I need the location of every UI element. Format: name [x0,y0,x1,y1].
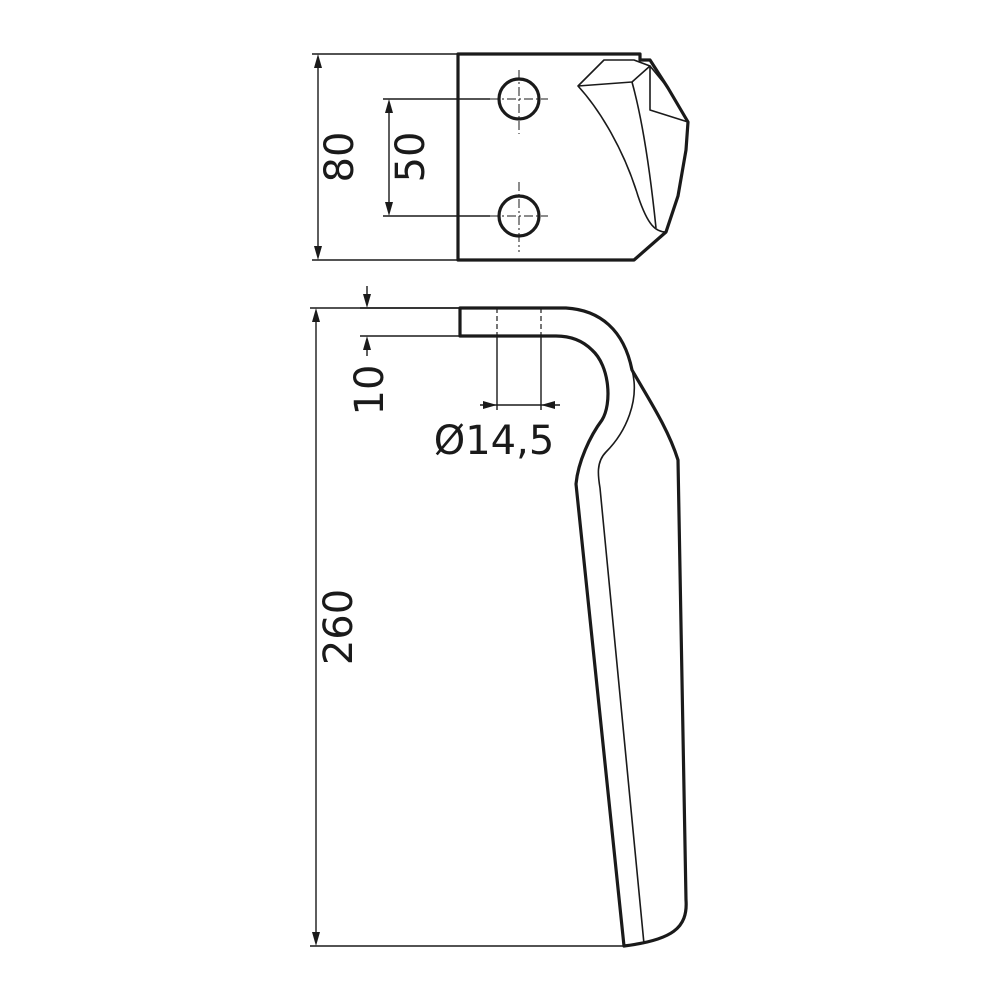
dim-10-arrow-bottom [363,336,371,350]
dim-80-label: 80 [317,132,363,183]
dim-50-arrow-top [385,99,393,113]
side-view: 10 Ø14,5 260 [310,286,688,948]
top-view-blade-ridge [631,81,657,229]
dim-260-arrow-top [312,308,320,322]
dim-50-label: 50 [388,132,434,183]
top-view: 80 50 [312,52,690,262]
dim-dia-arrow-right [541,401,555,409]
dim-260-arrow-bottom [312,932,320,946]
dim-10-arrow-top [363,294,371,308]
dim-dia-arrow-left [483,401,497,409]
top-view-plate-outline [456,52,690,262]
dim-80-arrow-bottom [314,246,322,260]
dim-50-arrow-bottom [385,202,393,216]
dim-80-arrow-top [314,54,322,68]
dim-10-label: 10 [347,365,393,416]
top-view-blade-inner [649,65,689,123]
dim-260-label: 260 [316,589,362,665]
side-view-blade-outline [458,306,688,948]
top-view-blade-bevel [577,85,667,233]
side-view-blade-bevel [597,369,645,945]
dim-dia-label: Ø14,5 [434,418,555,464]
top-view-blade-face [577,59,651,87]
